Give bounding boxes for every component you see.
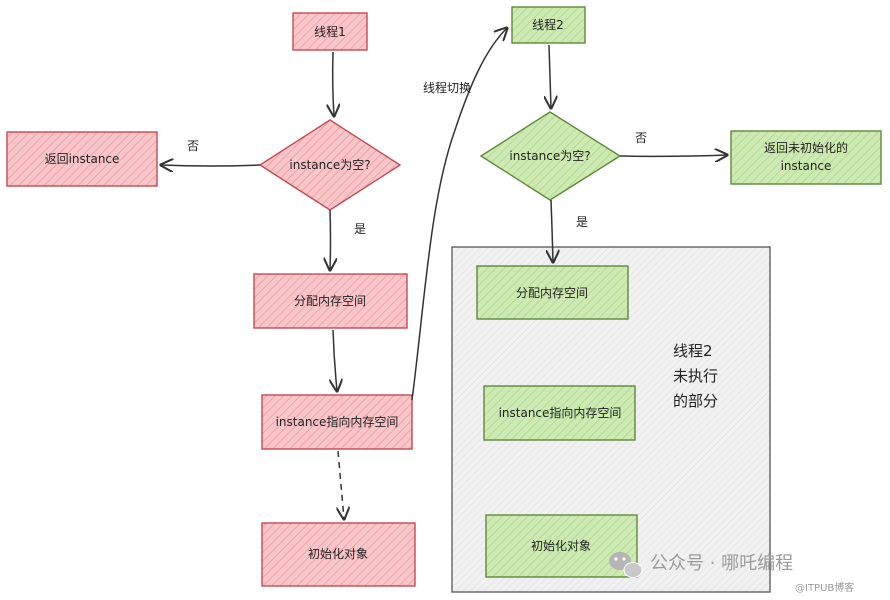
edge-alloc-to-point (333, 329, 337, 391)
return-uninit-line1: 返回未初始化的 (764, 140, 848, 155)
right-init-label: 初始化对象 (531, 539, 591, 553)
watermark: 公众号 · 哪吒编程 @ITPUB博客 (609, 552, 854, 594)
thread-switch-label: 线程切换 (423, 80, 471, 95)
left-alloc-label: 分配内存空间 (294, 294, 366, 308)
right-check-diamond: instance为空? (479, 111, 622, 201)
left-point-node: instance指向内存空间 (261, 394, 413, 450)
return-instance-node: 返回instance (6, 131, 158, 187)
return-instance-label: 返回instance (45, 152, 120, 166)
watermark-main: 公众号 · 哪吒编程 (650, 553, 793, 574)
note-line2: 未执行 (673, 367, 718, 385)
return-uninit-node: 返回未初始化的 instance (730, 130, 882, 185)
right-no-label: 否 (635, 131, 647, 145)
right-yes-label: 是 (576, 215, 588, 229)
edge-check-to-return (161, 165, 261, 166)
right-alloc-label: 分配内存空间 (516, 286, 588, 300)
left-alloc-node: 分配内存空间 (253, 273, 408, 329)
left-no-label: 否 (187, 139, 199, 153)
left-init-label: 初始化对象 (308, 547, 368, 561)
left-yes-label: 是 (354, 222, 366, 236)
edge-check-to-return-uninit (619, 155, 727, 156)
thread2-node: 线程2 (511, 6, 586, 44)
left-init-node: 初始化对象 (261, 522, 416, 587)
thread1-label: 线程1 (314, 24, 346, 39)
thread2-label: 线程2 (532, 17, 564, 32)
left-check-label: instance为空? (289, 158, 370, 172)
edge-thread-switch (411, 28, 507, 401)
watermark-sub: @ITPUB博客 (795, 581, 854, 594)
edge-point-to-init-dashed (338, 450, 344, 519)
note-line1: 线程2 (673, 342, 713, 360)
right-alloc-node: 分配内存空间 (476, 265, 629, 320)
edge-check-to-alloc (330, 209, 331, 270)
right-check-label: instance为空? (509, 149, 590, 163)
left-check-diamond: instance为空? (258, 119, 402, 211)
return-uninit-line2: instance (781, 159, 832, 173)
edge-check-to-not-executed (551, 199, 553, 262)
right-point-label: instance指向内存空间 (499, 405, 622, 420)
edge-thread2-to-check (549, 44, 551, 108)
left-point-label: instance指向内存空间 (276, 414, 399, 429)
thread1-node: 线程1 (292, 12, 368, 51)
note-line3: 的部分 (673, 392, 718, 410)
edge-thread1-to-check (333, 51, 334, 116)
wechat-icon (609, 552, 643, 578)
right-point-node: instance指向内存空间 (483, 385, 636, 441)
